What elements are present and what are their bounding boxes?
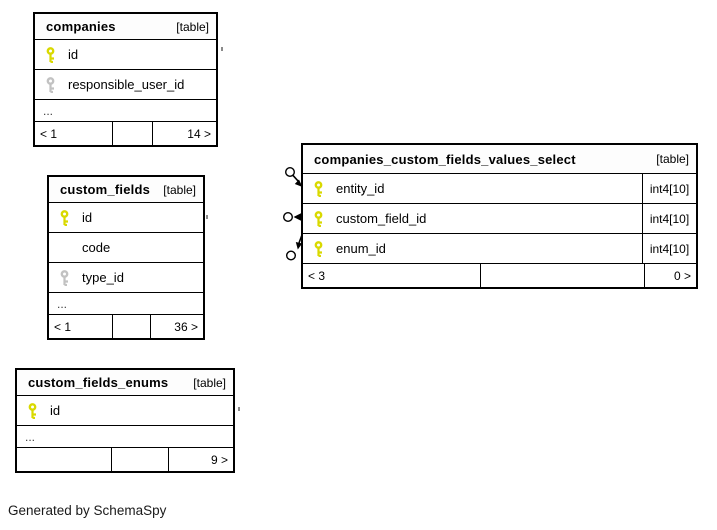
footer-mid-cell <box>481 264 645 287</box>
footer-mid-cell <box>113 315 151 338</box>
footer-mid-cell <box>112 448 169 471</box>
table-header[interactable]: custom_fields_enums [table] <box>17 370 233 396</box>
table-companies-custom-fields-values-select[interactable]: companies_custom_fields_values_select [t… <box>301 143 698 289</box>
foreign-key-icon <box>45 76 57 93</box>
column-row-type-id[interactable]: type_id <box>49 263 203 293</box>
foreign-key-icon <box>59 269 71 286</box>
table-header[interactable]: custom_fields [table] <box>49 177 203 203</box>
column-row-responsible-user-id[interactable]: responsible_user_id <box>35 70 216 100</box>
primary-key-icon <box>45 46 57 63</box>
column-row-id[interactable]: id <box>49 203 203 233</box>
column-row-code[interactable]: code <box>49 233 203 263</box>
footer-right-count: 36 > <box>174 319 198 334</box>
column-name: responsible_user_id <box>68 77 185 92</box>
table-header[interactable]: companies [table] <box>35 14 216 40</box>
table-footer: < 3 0 > <box>303 264 696 287</box>
footer-left-count: < 1 <box>49 315 113 338</box>
primary-key-icon <box>313 240 325 257</box>
footer-right-count: 0 > <box>673 268 691 283</box>
table-header[interactable]: companies_custom_fields_values_select [t… <box>303 145 696 174</box>
footer-left-count: < 3 <box>303 264 481 287</box>
column-name: enum_id <box>336 241 386 256</box>
relationship-stub-custom-fields-enums <box>238 407 240 411</box>
table-type-badge: [table] <box>176 19 209 34</box>
table-footer: < 1 36 > <box>49 315 203 338</box>
column-name: id <box>68 47 79 62</box>
footer-right-count: 9 > <box>210 452 228 467</box>
primary-key-icon <box>59 209 71 226</box>
more-columns-ellipsis: ... <box>17 426 233 448</box>
table-footer: < 1 14 > <box>35 122 216 145</box>
more-columns-ellipsis: ... <box>35 100 216 122</box>
fk-connector-custom-field-id <box>283 211 302 222</box>
primary-key-icon <box>313 180 325 197</box>
column-row-id[interactable]: id <box>35 40 216 70</box>
table-name[interactable]: custom_fields_enums <box>28 375 169 390</box>
table-name[interactable]: custom_fields <box>60 182 151 197</box>
table-custom-fields[interactable]: custom_fields [table] id code <box>47 175 205 340</box>
column-type: int4[10] <box>642 174 696 203</box>
column-name: entity_id <box>336 181 385 196</box>
column-row-entity-id[interactable]: entity_id int4[10] <box>303 174 696 204</box>
column-name: type_id <box>82 270 124 285</box>
table-custom-fields-enums[interactable]: custom_fields_enums [table] id ... 9 > <box>15 368 235 473</box>
column-type: int4[10] <box>642 234 696 263</box>
generator-credit: Generated by SchemaSpy <box>8 503 167 518</box>
table-type-badge: [table] <box>656 152 689 166</box>
relationship-stub-custom-fields <box>206 215 208 219</box>
column-row-id[interactable]: id <box>17 396 233 426</box>
footer-right-count: 14 > <box>187 126 211 141</box>
table-name[interactable]: companies <box>46 19 116 34</box>
more-columns-ellipsis: ... <box>49 293 203 315</box>
column-name: id <box>50 403 61 418</box>
column-row-custom-field-id[interactable]: custom_field_id int4[10] <box>303 204 696 234</box>
table-type-badge: [table] <box>163 182 196 197</box>
column-type: int4[10] <box>642 204 696 233</box>
fk-connector-entity-id <box>285 166 303 187</box>
primary-key-icon <box>27 402 39 419</box>
column-name: custom_field_id <box>336 211 427 226</box>
column-row-enum-id[interactable]: enum_id int4[10] <box>303 234 696 264</box>
primary-key-icon <box>313 210 325 227</box>
table-type-badge: [table] <box>193 375 226 390</box>
relationship-stub-companies <box>221 47 223 51</box>
table-name[interactable]: companies_custom_fields_values_select <box>314 151 576 167</box>
footer-mid-cell <box>113 122 153 145</box>
table-companies[interactable]: companies [table] id <box>33 12 218 147</box>
column-name: code <box>82 240 111 255</box>
footer-left-count <box>17 448 112 471</box>
column-name: id <box>82 210 93 225</box>
footer-left-count: < 1 <box>35 122 113 145</box>
table-footer: 9 > <box>17 448 233 471</box>
